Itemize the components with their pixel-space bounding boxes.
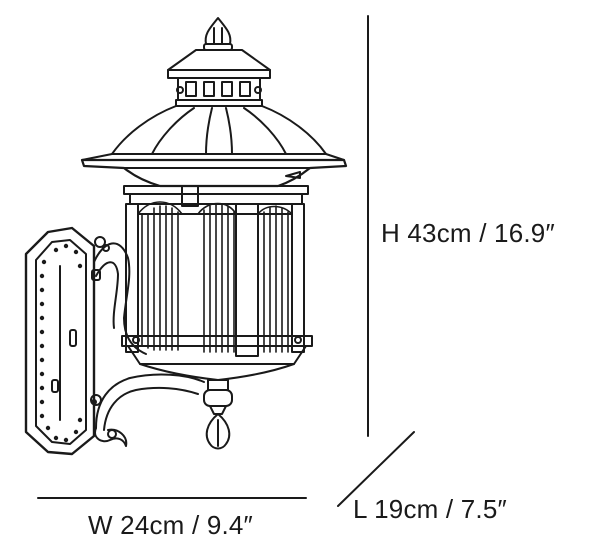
top-finial <box>203 17 233 51</box>
mounting-arm <box>90 236 205 447</box>
length-dimension-line <box>337 431 415 507</box>
crown-vents <box>185 81 251 97</box>
lantern-body <box>121 185 313 381</box>
width-dimension-label: W 24cm / 9.4″ <box>88 510 253 540</box>
length-dimension-label: L 19cm / 7.5″ <box>353 494 507 524</box>
backplate-rivet-dots <box>39 243 83 443</box>
glass-panel-bars <box>137 201 293 353</box>
lantern-crown <box>167 49 271 107</box>
corner-posts <box>125 185 305 357</box>
wall-backplate <box>24 226 96 456</box>
bottom-finial <box>203 379 233 450</box>
height-dimension-label: H 43cm / 16.9″ <box>381 218 555 248</box>
lantern-roof <box>80 105 348 188</box>
